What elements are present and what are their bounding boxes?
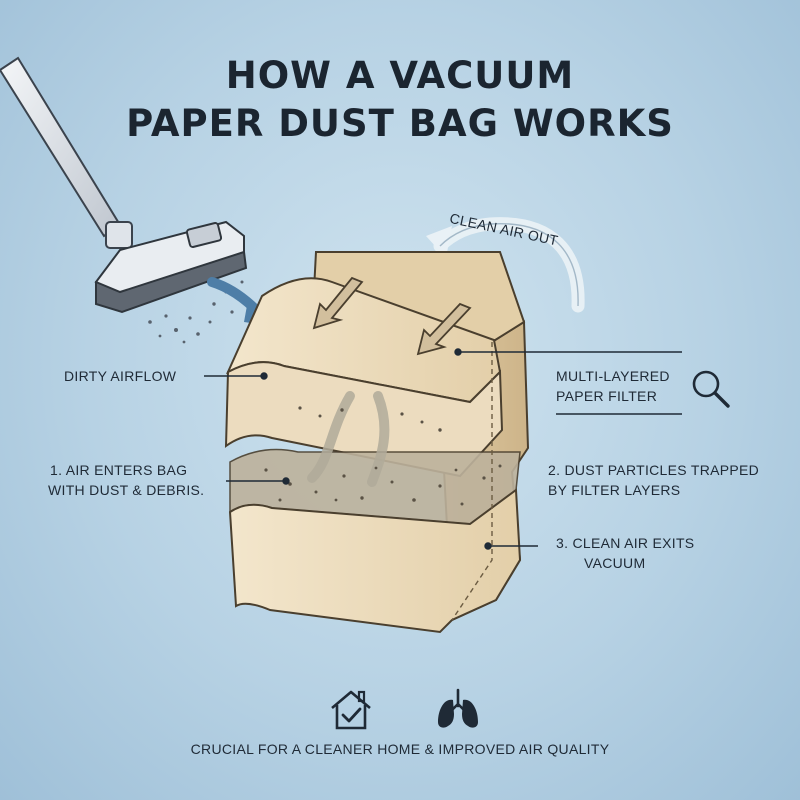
callout-lines [204,348,682,550]
home-check-icon [331,690,371,730]
step-1-label-line1: 1. AIR ENTERS BAG [50,462,188,478]
trapped-particles [264,406,502,506]
step-1-label: 1. AIR ENTERS BAG WITH DUST & DEBRIS. [48,460,204,500]
paper-filter-label-line2: PAPER FILTER [556,388,658,404]
diagram-title: HOW A VACUUM PAPER DUST BAG WORKS [0,52,800,148]
step-1-label-line2: WITH DUST & DEBRIS. [48,482,205,498]
step-3-label: 3. CLEAN AIR EXITS VACUUM [556,533,694,573]
dirty-airflow-label: DIRTY AIRFLOW [64,368,177,384]
magnifier-icon [692,370,730,408]
vacuum-nozzle [94,220,248,314]
step-2-label-line2: BY FILTER LAYERS [548,482,681,498]
step-3-label-line2: VACUUM [584,555,646,571]
bag-fold-line [451,342,493,621]
inlet-arrows [312,276,472,356]
floor-dust [148,280,244,344]
internal-airflow [307,391,390,487]
title-line-2: PAPER DUST BAG WORKS [126,102,674,145]
bag-lower-panel [228,488,522,634]
footer-caption: CRUCIAL FOR A CLEANER HOME & IMPROVED AI… [190,741,610,757]
step-2-label: 2. DUST PARTICLES TRAPPED BY FILTER LAYE… [548,460,759,500]
paper-filter-label-line1: MULTI-LAYERED [556,368,670,384]
lungs-icon [438,688,478,728]
title-line-1: HOW A VACUUM [225,54,575,97]
vacuum-wand [0,56,133,249]
paper-filter-label: MULTI-LAYERED PAPER FILTER [556,366,670,406]
step-2-label-line1: 2. DUST PARTICLES TRAPPED [548,462,760,478]
bag-middle-panel [224,361,504,478]
step-3-label-line1: 3. CLEAN AIR EXITS [556,535,695,551]
clean-air-out-arrowhead [426,226,452,258]
